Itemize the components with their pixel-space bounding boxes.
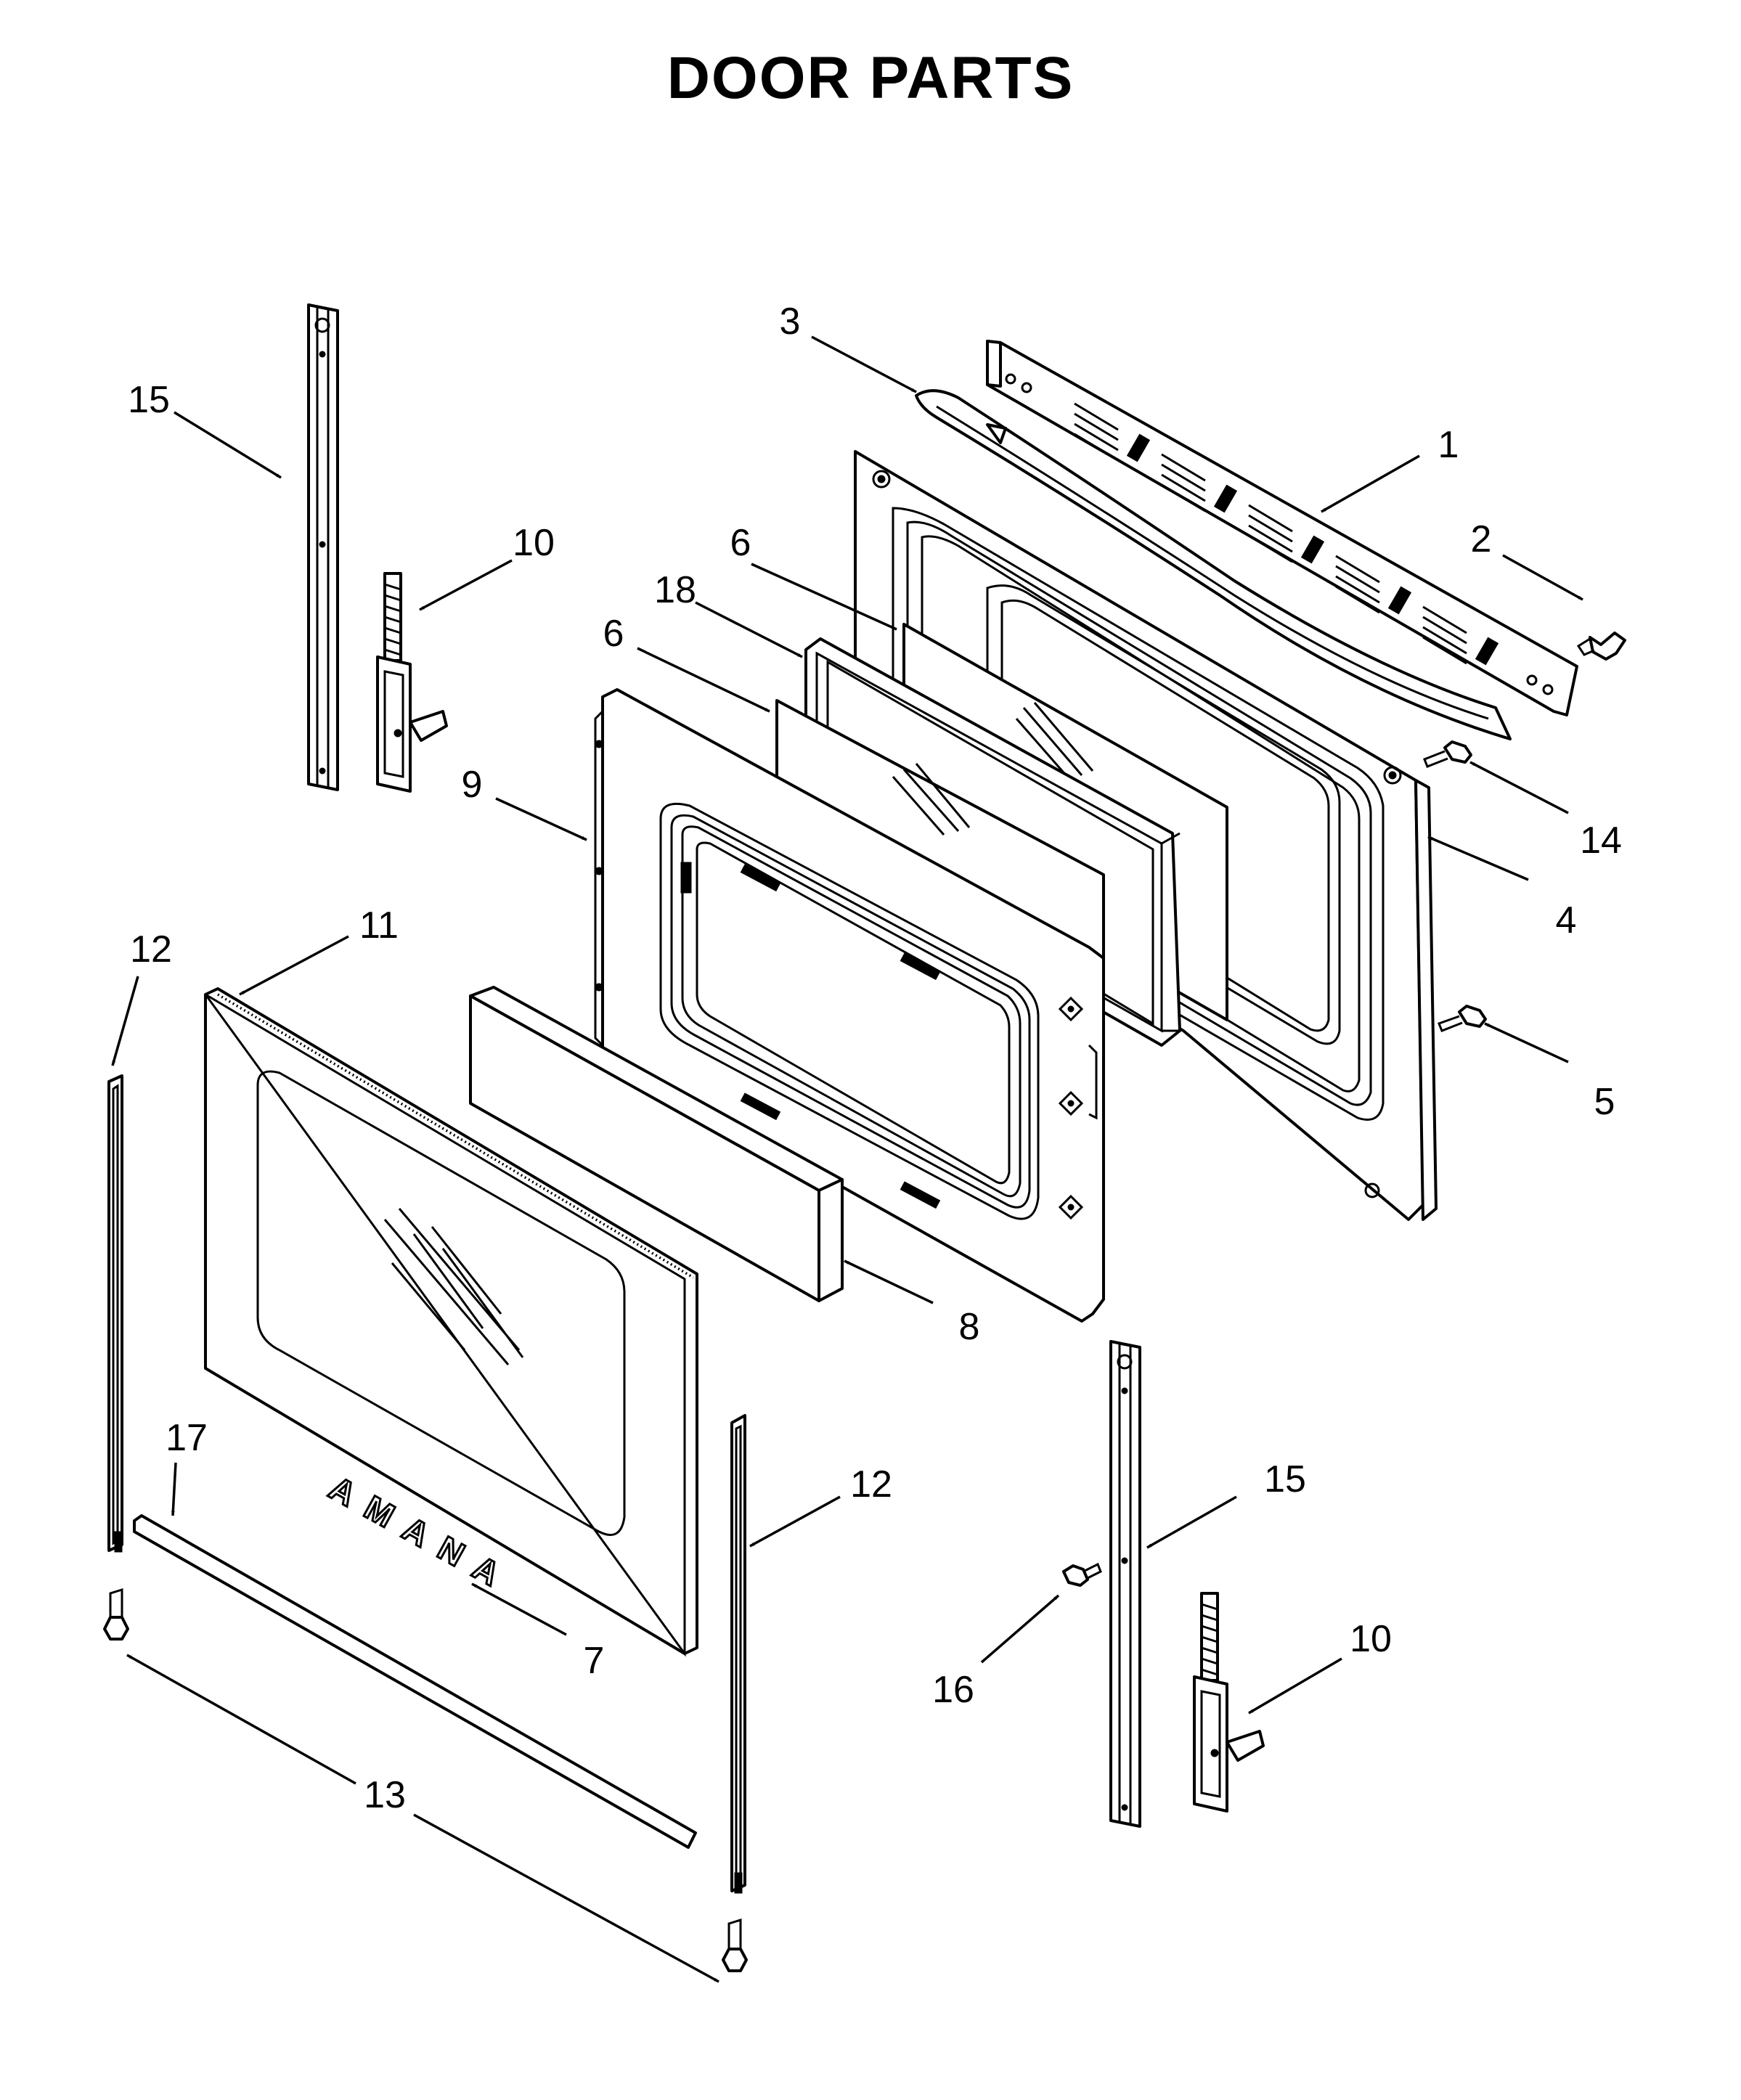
screw-part-13-left [103,1588,129,1641]
callout-10-right: 10 [1350,1618,1392,1660]
leader-12b [749,1495,841,1548]
callout-15-right: 15 [1264,1458,1306,1500]
leader-8 [844,1259,934,1304]
callout-12-right: 12 [850,1463,892,1505]
leader-15b [1146,1495,1237,1549]
diagram-title: DOOR PARTS [667,45,1075,111]
screw-part-5 [1438,1005,1487,1032]
part-12-side-trim-right [730,1414,746,1894]
callout-4: 4 [1556,899,1577,941]
leader-5 [1484,1022,1569,1063]
vent-slots [1074,402,1499,666]
leader-7 [471,1582,567,1636]
callout-10-left: 10 [513,522,555,564]
callout-12-left: 12 [130,928,172,971]
callout-16: 16 [932,1669,974,1711]
leader-14 [1469,761,1569,814]
leader-13b [413,1813,719,1983]
leader-6b [637,647,770,713]
callout-7: 7 [584,1640,605,1682]
leader-6a [751,563,897,631]
screw-part-16 [1062,1562,1102,1587]
leader-10a [419,559,513,611]
part-17-bottom-trim [133,1514,697,1849]
leader-10b [1248,1657,1342,1715]
part-15-hinge-bracket-left [307,303,339,791]
callout-17: 17 [166,1417,208,1459]
screw-part-14 [1423,740,1472,768]
part-12-side-trim-left [107,1074,123,1553]
callout-18: 18 [654,569,696,611]
part-10-hinge-right [1193,1592,1265,1813]
leader-lines [111,335,1583,1983]
callout-11: 11 [359,904,399,947]
callout-14: 14 [1580,820,1622,862]
callout-labels: 1 2 3 4 5 6 6 7 8 9 10 10 11 12 12 13 14… [128,301,1622,1816]
callout-6-front: 6 [603,613,624,655]
part-1-vent-trim [986,340,1578,716]
leader-15a [174,411,282,479]
callout-5: 5 [1594,1081,1615,1123]
part-9-inner-door-panel [594,688,1105,1323]
leader-2 [1502,554,1583,601]
callout-1: 1 [1438,424,1459,466]
part-15-hinge-bracket-right [1109,1340,1141,1828]
leader-1 [1321,454,1420,513]
callout-6-rear: 6 [730,522,751,564]
leader-3 [811,335,917,393]
callout-9: 9 [462,764,483,806]
leader-11 [239,935,349,996]
part-3-top-trim [915,389,1512,740]
leader-17 [171,1462,177,1516]
part-10-hinge-left [376,572,448,793]
leader-18 [695,601,803,658]
callout-15-left: 15 [128,379,170,421]
leader-12a [111,976,139,1066]
callout-13: 13 [364,1774,406,1816]
leader-9 [495,797,587,841]
leader-4 [1427,835,1529,881]
screw-part-13-right [722,1918,748,1972]
leader-16 [980,1594,1060,1664]
callout-8: 8 [959,1306,980,1348]
callout-2: 2 [1471,518,1492,560]
callout-3: 3 [780,301,801,343]
screw-part-2 [1576,632,1626,661]
leader-13 [126,1654,356,1785]
part-8-insulation [469,986,844,1302]
